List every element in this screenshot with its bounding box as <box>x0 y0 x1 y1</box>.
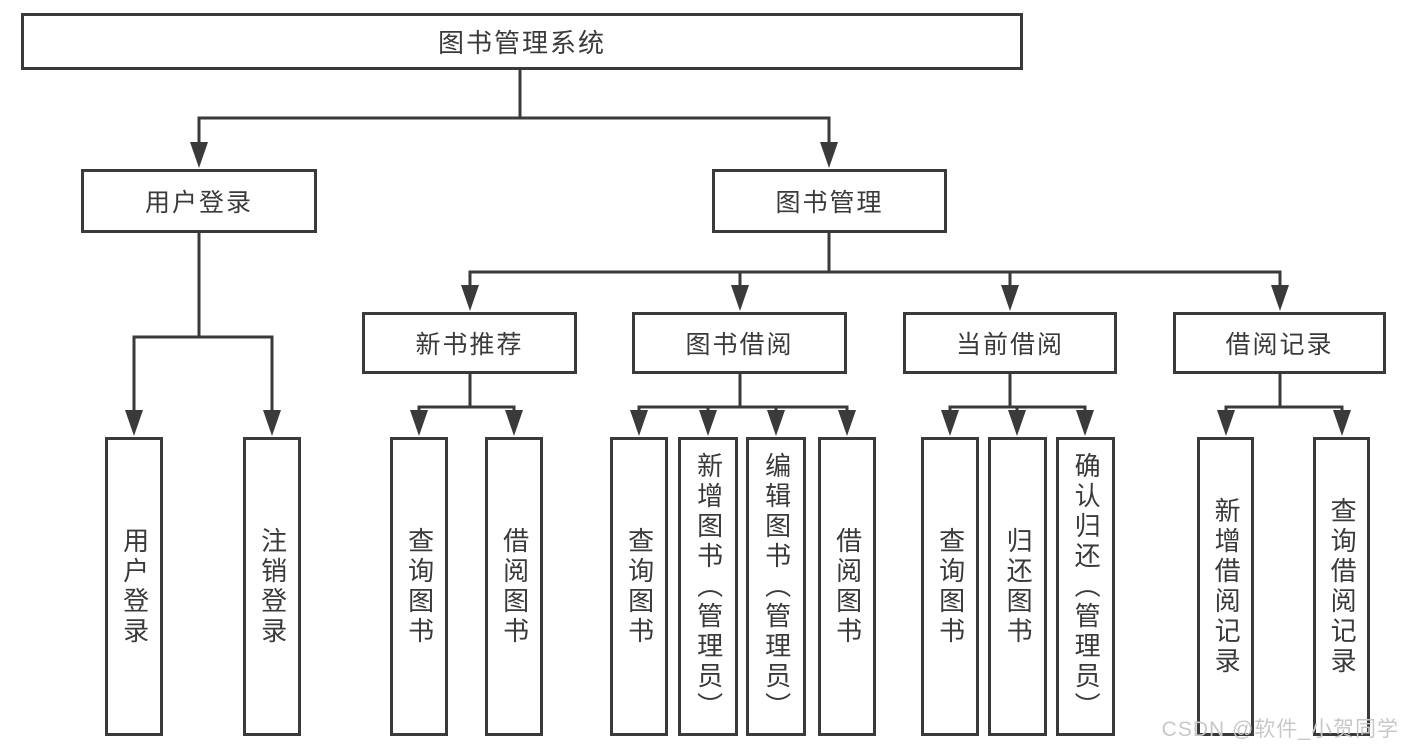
node-label-current-return-books: 归还图书 <box>1003 526 1034 647</box>
node-borrowing-query-books: 查询图书 <box>610 437 668 736</box>
arrowhead-icon <box>125 410 143 436</box>
node-borrowing-edit-books-admin: 编辑图书（管理员） <box>746 437 806 736</box>
node-borrowing-borrow-books: 借阅图书 <box>818 437 876 736</box>
arrowhead-icon <box>1217 410 1235 436</box>
arrowhead-icon <box>731 285 749 311</box>
arrowhead-icon <box>1001 285 1019 311</box>
node-borrowing-add-books-admin: 新增图书（管理员） <box>678 437 738 736</box>
node-label-recommend-borrow-books: 借阅图书 <box>499 526 530 647</box>
node-recommend-borrow-books: 借阅图书 <box>485 437 543 736</box>
node-records-query-record: 查询借阅记录 <box>1313 437 1370 736</box>
arrowhead-icon <box>820 142 838 168</box>
node-label-current-query-books: 查询图书 <box>935 526 966 647</box>
arrowhead-icon <box>190 142 208 168</box>
arrowhead-icon <box>630 410 648 436</box>
node-label-user-login-module: 用户登录 <box>144 189 253 217</box>
node-user-login-action: 用户登录 <box>105 437 163 736</box>
csdn-watermark: CSDN @软件_小贺同学 <box>1161 718 1399 741</box>
node-current-borrowing: 当前借阅 <box>903 312 1117 374</box>
connector-current-to-actions <box>941 372 1094 436</box>
node-label-borrowing-edit-books-admin: 编辑图书（管理员） <box>761 451 792 722</box>
arrowhead-icon <box>263 410 281 436</box>
arrowhead-icon <box>941 410 959 436</box>
connector-book-mgmt-to-submodules <box>461 231 1289 311</box>
node-label-borrowing-records: 借阅记录 <box>1225 331 1334 359</box>
node-current-confirm-return-admin: 确认归还（管理员） <box>1056 437 1115 736</box>
node-label-recommend-query-books: 查询图书 <box>404 526 435 647</box>
node-label-user-login-action: 用户登录 <box>119 526 150 647</box>
node-new-book-recommend: 新书推荐 <box>362 312 577 374</box>
node-current-return-books: 归还图书 <box>988 437 1047 736</box>
arrowhead-icon <box>699 410 717 436</box>
node-label-logout-action: 注销登录 <box>257 526 288 647</box>
arrowhead-icon <box>1076 410 1094 436</box>
node-label-current-confirm-return-admin: 确认归还（管理员） <box>1071 451 1102 722</box>
arrowhead-icon <box>1333 410 1351 436</box>
arrowhead-icon <box>1008 410 1026 436</box>
connector-borrowing-to-actions <box>630 372 856 436</box>
connector-system-to-modules <box>190 68 838 168</box>
node-label-current-borrowing: 当前借阅 <box>955 331 1064 359</box>
node-label-borrowing-query-books: 查询图书 <box>624 526 655 647</box>
node-records-add-record: 新增借阅记录 <box>1197 437 1254 736</box>
node-label-records-add-record: 新增借阅记录 <box>1211 496 1242 677</box>
connector-records-to-actions <box>1217 372 1351 436</box>
arrowhead-icon <box>505 410 523 436</box>
arrowhead-icon <box>410 410 428 436</box>
node-label-system-root: 图书管理系统 <box>437 28 606 58</box>
node-label-book-management-module: 图书管理 <box>775 189 884 217</box>
node-system-root: 图书管理系统 <box>21 13 1023 70</box>
node-book-management-module: 图书管理 <box>712 169 947 233</box>
node-book-borrowing: 图书借阅 <box>632 312 847 374</box>
node-recommend-query-books: 查询图书 <box>390 437 448 736</box>
arrowhead-icon <box>1271 285 1289 311</box>
node-label-records-query-record: 查询借阅记录 <box>1327 496 1358 677</box>
node-user-login-module: 用户登录 <box>81 169 317 233</box>
arrowhead-icon <box>767 410 785 436</box>
node-label-borrowing-borrow-books: 借阅图书 <box>832 526 863 647</box>
connector-user-login-to-actions <box>125 231 281 436</box>
connector-recommend-to-actions <box>410 372 523 436</box>
arrowhead-icon <box>838 410 856 436</box>
node-current-query-books: 查询图书 <box>921 437 979 736</box>
node-label-book-borrowing: 图书借阅 <box>685 331 794 359</box>
node-label-borrowing-add-books-admin: 新增图书（管理员） <box>693 451 724 722</box>
node-logout-action: 注销登录 <box>243 437 301 736</box>
node-borrowing-records: 借阅记录 <box>1173 312 1386 374</box>
node-label-new-book-recommend: 新书推荐 <box>415 331 524 359</box>
arrowhead-icon <box>461 285 479 311</box>
